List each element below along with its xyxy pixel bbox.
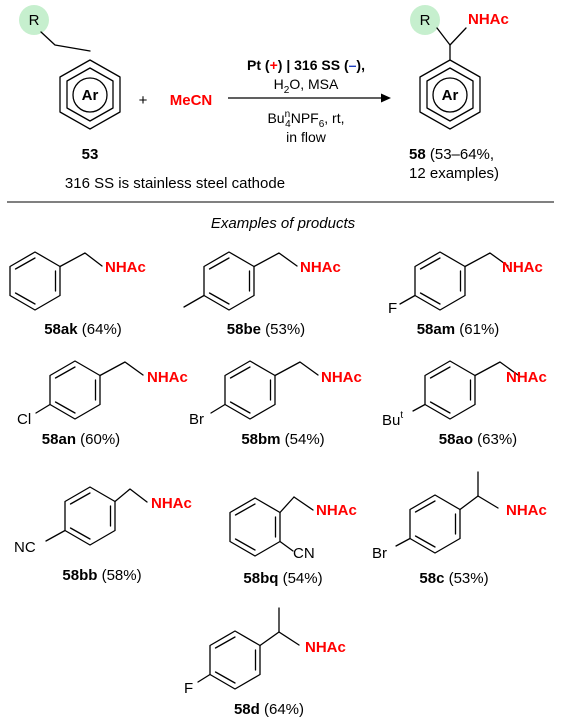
- 58ao-nhac: NHAc: [506, 369, 547, 386]
- product-58d-structure: F NHAc: [184, 607, 346, 697]
- product-58-structure: R NHAc Ar: [410, 5, 509, 130]
- 58bb-nhac: NHAc: [151, 495, 192, 512]
- r-group-label: R: [29, 12, 40, 29]
- 58am-substituent: F: [388, 300, 397, 317]
- product-ar-ring-label: Ar: [442, 87, 459, 104]
- product-examples-count: 12 examples): [409, 165, 499, 182]
- product-58bq-structure: CN NHAc: [229, 496, 357, 562]
- reaction-arrow: [228, 93, 391, 103]
- cathode-note: 316 SS is stainless steel cathode: [65, 175, 285, 192]
- product-id-yield: 58 (53–64%,: [409, 146, 494, 163]
- 58be-nhac: NHAc: [300, 259, 341, 276]
- product-58am-structure: F NHAc: [388, 251, 543, 317]
- product-58an-structure: Cl NHAc: [17, 360, 188, 428]
- 58bm-substituent: Br: [189, 411, 204, 428]
- 58bq-label: 58bq (54%): [243, 570, 322, 587]
- 58ao-substituent: But: [382, 410, 403, 429]
- reactant-53-structure: R Ar: [19, 5, 121, 130]
- 58bb-label: 58bb (58%): [62, 567, 141, 584]
- 58bq-substituent: CN: [293, 545, 315, 562]
- product-58c-structure: Br NHAc: [372, 471, 547, 562]
- product-58be-structure: NHAc: [183, 251, 341, 311]
- 58d-substituent: F: [184, 680, 193, 697]
- product-r-group-label: R: [420, 12, 431, 29]
- 58c-nhac: NHAc: [506, 502, 547, 519]
- 58an-label: 58an (60%): [42, 431, 120, 448]
- plus-sign: +: [139, 92, 148, 109]
- mecn-reagent: MeCN: [170, 92, 213, 109]
- 58d-nhac: NHAc: [305, 639, 346, 656]
- product-nhac: NHAc: [468, 11, 509, 28]
- 58bm-nhac: NHAc: [321, 369, 362, 386]
- conditions-line4: in flow: [286, 129, 327, 145]
- 58be-label: 58be (53%): [227, 321, 305, 338]
- 58am-label: 58am (61%): [417, 321, 500, 338]
- 58am-nhac: NHAc: [502, 259, 543, 276]
- conditions-line1: Pt (+) | 316 SS (–),: [247, 57, 365, 73]
- product-58bm-structure: Br NHAc: [189, 360, 362, 428]
- 58c-label: 58c (53%): [419, 570, 488, 587]
- product-58ak-structure: NHAc: [9, 251, 146, 311]
- product-58ao-structure: But NHAc: [382, 360, 547, 429]
- product-58bb-structure: NC NHAc: [14, 486, 192, 556]
- section-title: Examples of products: [211, 215, 356, 232]
- 58bq-nhac: NHAc: [316, 502, 357, 519]
- 58ak-label: 58ak (64%): [44, 321, 122, 338]
- ar-ring-label: Ar: [82, 87, 99, 104]
- 58bb-substituent: NC: [14, 539, 36, 556]
- 58bm-label: 58bm (54%): [241, 431, 324, 448]
- product-r-group-highlight: [410, 5, 440, 35]
- 58an-nhac: NHAc: [147, 369, 188, 386]
- r-group-highlight: [19, 5, 49, 35]
- conditions-line2: H2O, MSA: [274, 76, 339, 96]
- 58ak-nhac: NHAc: [105, 259, 146, 276]
- 58d-label: 58d (64%): [234, 701, 304, 718]
- 58ao-label: 58ao (63%): [439, 431, 517, 448]
- reactant-id: 53: [82, 146, 99, 163]
- 58c-substituent: Br: [372, 545, 387, 562]
- 58an-substituent: Cl: [17, 411, 31, 428]
